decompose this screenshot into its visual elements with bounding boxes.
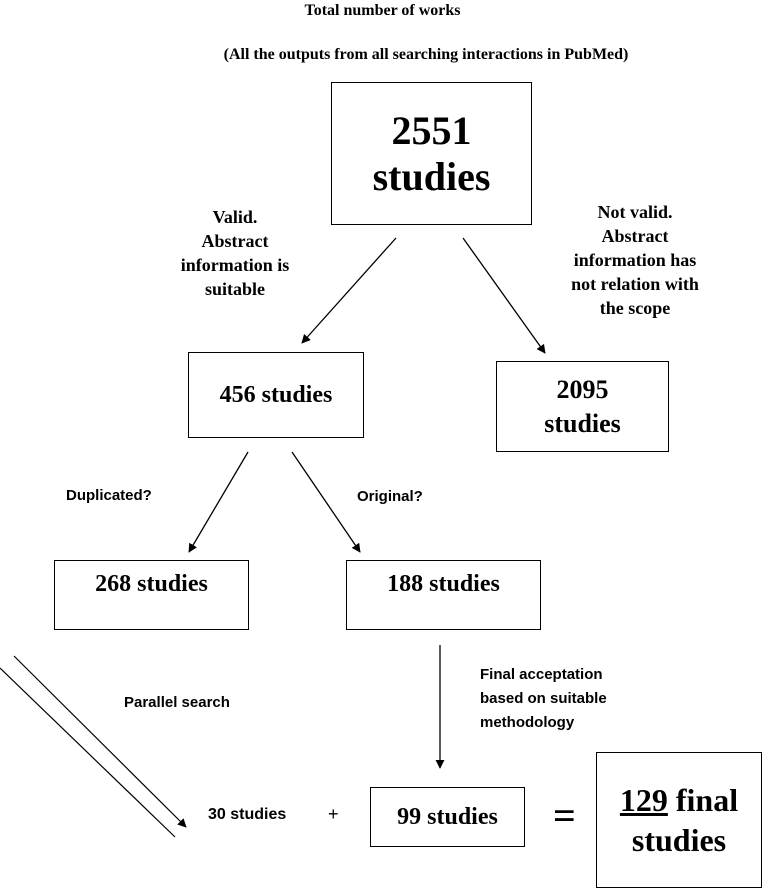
not-valid-label-line-3: information has (573, 250, 697, 270)
original-studies-label: 188 studies (387, 571, 500, 597)
not-valid-label-line-1: Not valid. (597, 202, 673, 222)
not-valid-count: 2095 (556, 374, 609, 404)
valid-studies-box: 456 studies (188, 352, 364, 438)
valid-label-line-1: Valid. (212, 207, 258, 227)
arrow-to-original (291, 451, 361, 553)
valid-label-line-3: information is (180, 255, 290, 275)
final-studies-box: 129 final studies (596, 752, 762, 888)
parallel-line-1 (0, 667, 176, 838)
diagram-title: Total number of works (0, 2, 765, 20)
not-valid-label-line-2: Abstract (601, 226, 669, 246)
final-acceptation-line-2: based on suitable (480, 690, 607, 707)
accepted-studies-box: 99 studies (370, 787, 525, 847)
title-line-2: (All the outputs from all searching inte… (223, 46, 629, 63)
title-line-1: Total number of works (304, 2, 461, 19)
equals-sign: = (553, 793, 576, 838)
valid-label: Valid. Abstract information is suitable (160, 205, 310, 301)
not-valid-label: Not valid. Abstract information has not … (560, 200, 710, 320)
duplicated-studies-label: 268 studies (95, 571, 208, 597)
total-studies-box: 2551 studies (331, 82, 532, 225)
final-acceptation-label: Final acceptation based on suitable meth… (480, 663, 607, 735)
total-unit: studies (372, 153, 491, 199)
total-count: 2551 (391, 107, 472, 153)
final-studies-line-2: studies (631, 822, 727, 858)
parallel-count-label: 30 studies (208, 806, 287, 823)
original-studies-box: 188 studies (346, 560, 541, 630)
accepted-studies-label: 99 studies (397, 803, 498, 830)
not-valid-unit: studies (544, 408, 621, 438)
final-acceptation-line-3: methodology (480, 714, 575, 731)
parallel-search-arrow (13, 655, 187, 828)
duplicated-studies-box: 268 studies (54, 560, 249, 630)
valid-studies-label: 456 studies (219, 381, 333, 408)
arrow-to-not-valid (462, 237, 546, 354)
not-valid-label-line-4: not relation with (571, 274, 699, 294)
plus-sign: + (328, 804, 339, 824)
not-valid-studies-box: 2095 studies (496, 361, 669, 452)
valid-label-line-2: Abstract (201, 231, 269, 251)
diagram-subtitle: (All the outputs from all searching inte… (0, 46, 765, 64)
arrow-to-duplicated (188, 451, 249, 553)
arrow-to-valid (301, 237, 397, 344)
not-valid-label-line-5: the scope (599, 298, 671, 318)
final-acceptation-line-1: Final acceptation (480, 666, 603, 683)
final-studies-line-1: 129 final (620, 780, 738, 820)
parallel-search-label: Parallel search (124, 694, 230, 711)
duplicated-label: Duplicated? (66, 487, 152, 504)
original-label: Original? (357, 488, 423, 505)
final-count: 129 (619, 782, 668, 818)
final-word: final (667, 782, 739, 818)
valid-label-line-4: suitable (204, 279, 265, 299)
